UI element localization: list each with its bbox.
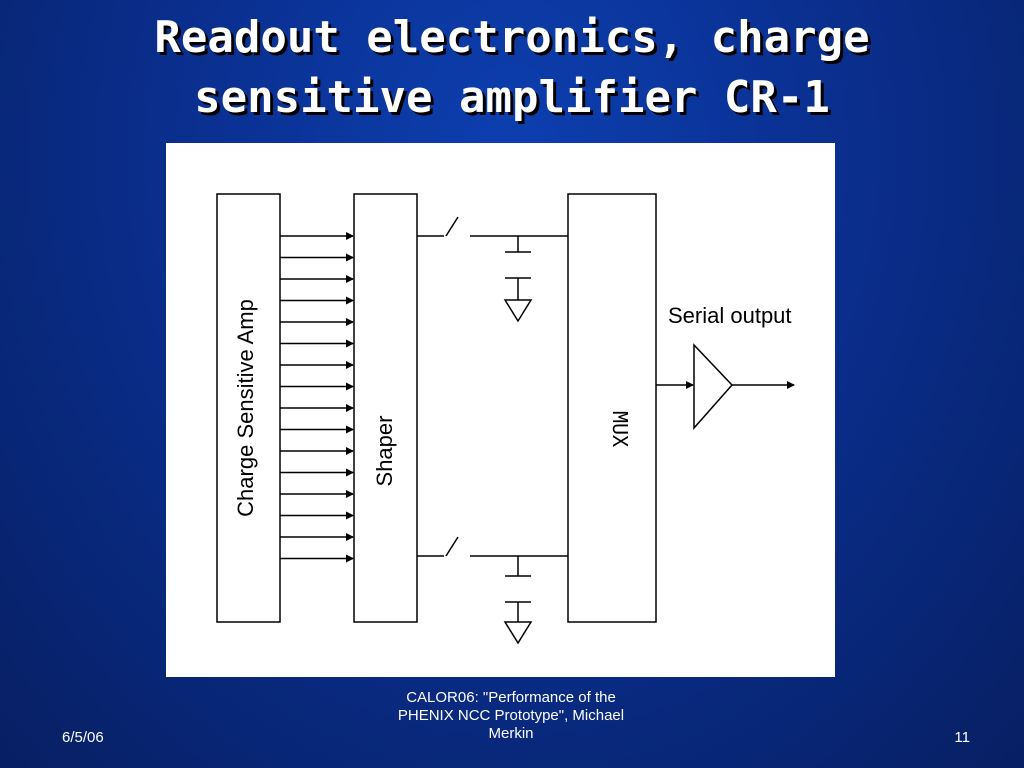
footer-citation-line-3: Merkin	[488, 725, 534, 742]
page-number: 11	[954, 729, 970, 746]
charge-sensitive-amp-block	[216, 193, 281, 623]
serial-output-label: Serial output	[668, 303, 792, 328]
footer-citation-line-2: PHENIX NCC Prototype", Michael	[397, 707, 625, 724]
shaper-block	[353, 193, 418, 623]
channel-arrows	[280, 232, 354, 563]
title-line-1: Readout electronics, charge	[154, 12, 870, 63]
mux-block	[567, 193, 657, 623]
mux-label: MUX	[608, 411, 632, 447]
footer-citation-line-1: CALOR06: "Performance of the	[406, 689, 616, 706]
output-buffer	[656, 343, 795, 430]
footer-citation: CALOR06: "Performance of the PHENIX NCC …	[370, 689, 652, 743]
footer-date: 6/5/06	[62, 729, 104, 746]
slide-title: Readout electronics, charge sensitive am…	[0, 8, 1024, 128]
readout-diagram: Charge Sensitive Amp Shaper	[166, 143, 835, 677]
shaper-label: Shaper	[372, 416, 397, 487]
charge-sensitive-amp-label: Charge Sensitive Amp	[233, 299, 258, 517]
title-line-2: sensitive amplifier CR-1	[194, 72, 830, 123]
